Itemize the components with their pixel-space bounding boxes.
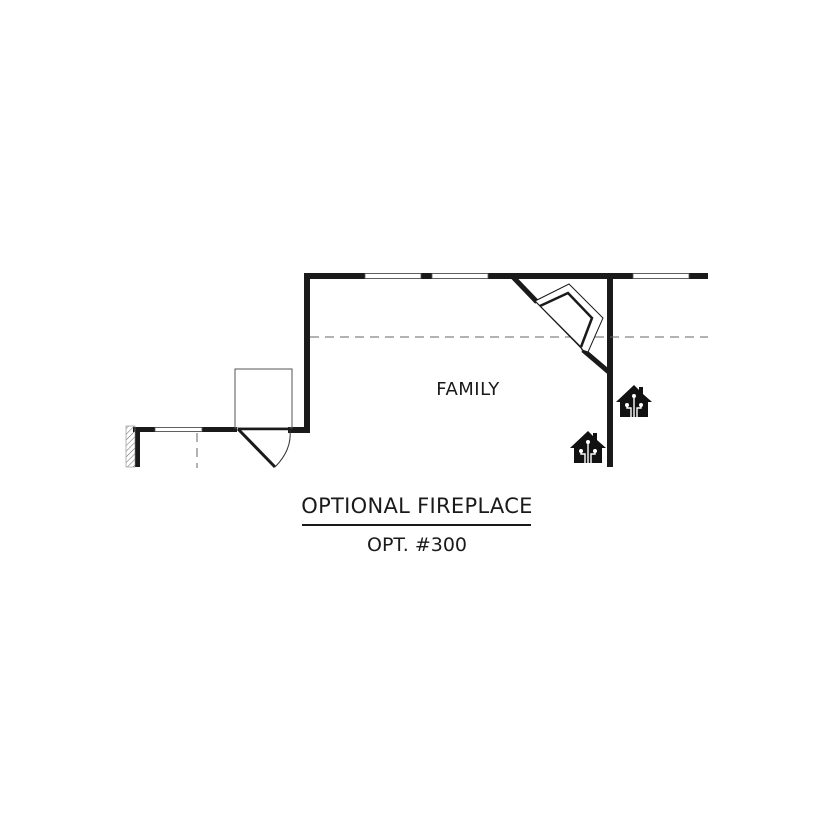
windows	[154, 273, 690, 432]
smart-home-icon	[570, 431, 606, 463]
window	[431, 273, 489, 279]
door	[234, 368, 293, 469]
room-label-family: FAMILY	[436, 379, 500, 400]
left-wall	[304, 273, 310, 433]
hatched-post	[125, 425, 136, 468]
top-wall	[304, 273, 708, 279]
door-leaf	[236, 427, 277, 469]
lower-left-wall	[135, 427, 140, 467]
fireplace-firebox	[539, 291, 594, 348]
door-swing-arc	[274, 429, 291, 468]
step-wall	[288, 427, 310, 433]
walls	[133, 273, 708, 467]
smart-home-icon	[616, 385, 652, 417]
window	[364, 273, 422, 279]
option-code: OPT. #300	[366, 534, 468, 556]
dashed-lines	[196, 336, 708, 468]
window	[154, 427, 203, 432]
plan-title: OPTIONAL FIREPLACE	[301, 494, 533, 518]
title-underline	[302, 524, 531, 526]
window	[632, 273, 690, 279]
landing	[234, 368, 293, 429]
fireplace	[511, 275, 612, 375]
